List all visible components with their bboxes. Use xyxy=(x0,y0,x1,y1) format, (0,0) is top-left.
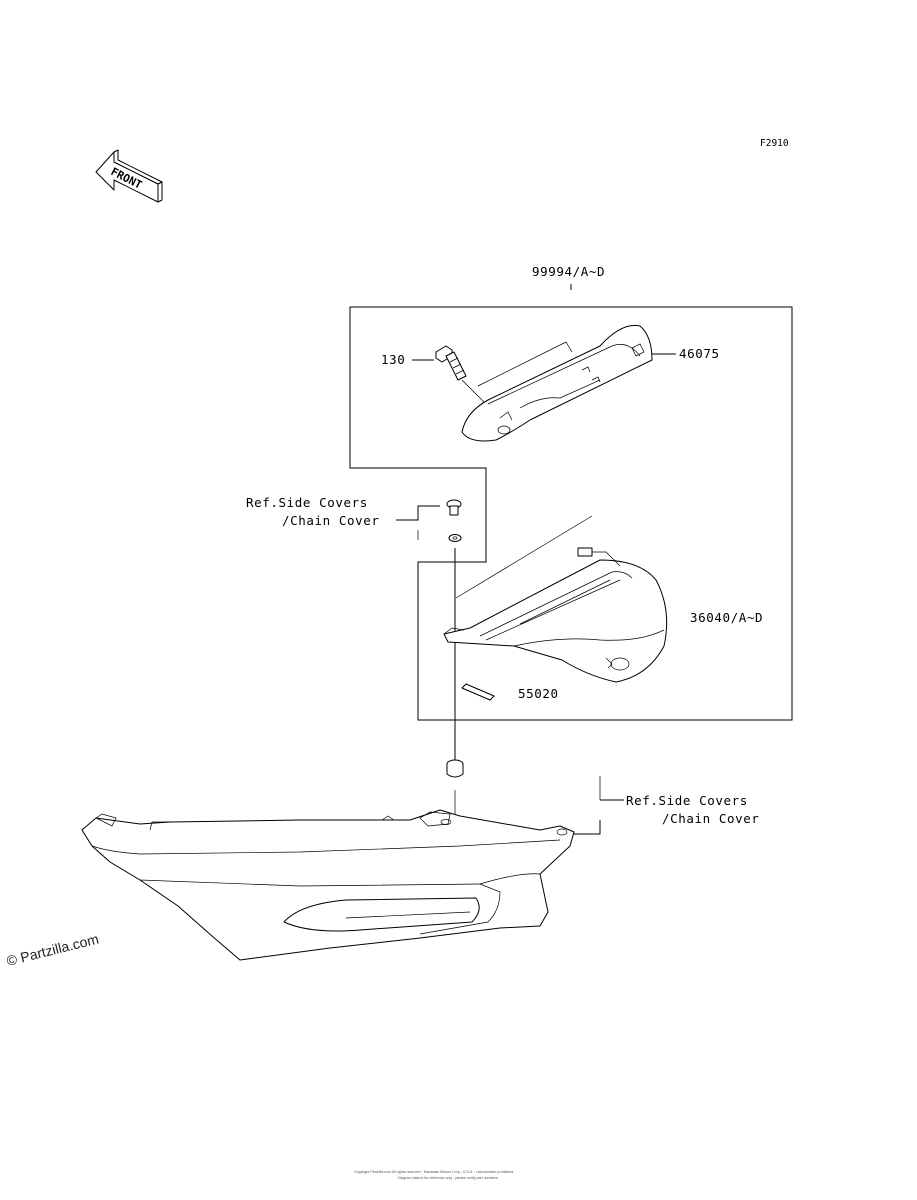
ref-upper-line2[interactable]: /Chain Cover xyxy=(282,513,380,528)
screw-upper[interactable] xyxy=(446,499,462,516)
label-55020[interactable]: 55020 xyxy=(518,686,559,701)
washer[interactable] xyxy=(448,534,462,542)
ref-upper-leader xyxy=(396,505,440,521)
cover-36040[interactable] xyxy=(443,547,668,683)
front-arrow-icon: FRONT xyxy=(95,149,163,203)
seat-cowl[interactable] xyxy=(81,809,575,961)
label-46075[interactable]: 46075 xyxy=(679,346,720,361)
ref-upper-line1[interactable]: Ref.Side Covers xyxy=(246,495,368,510)
label-36040[interactable]: 36040/A~D xyxy=(690,610,763,625)
ref-lower-line1[interactable]: Ref.Side Covers xyxy=(626,793,748,808)
label-99994[interactable]: 99994/A~D xyxy=(532,264,605,279)
figure-code: F2910 xyxy=(760,138,789,149)
footer-line2: Diagram data is for reference only · ple… xyxy=(398,1176,498,1180)
decal-55020[interactable] xyxy=(461,683,495,701)
ref-lower-line2[interactable]: /Chain Cover xyxy=(662,811,760,826)
footer-line1: Copyright Partzilla.com All rights reser… xyxy=(354,1170,513,1174)
grommet[interactable] xyxy=(446,759,464,778)
label-130[interactable]: 130 xyxy=(381,352,405,367)
assembly-outline xyxy=(349,306,793,721)
bracket-46075[interactable] xyxy=(461,324,653,442)
ref-lower-leader xyxy=(572,820,601,835)
bolt-130[interactable] xyxy=(435,345,487,405)
watermark: © Partzilla.com xyxy=(5,931,100,969)
